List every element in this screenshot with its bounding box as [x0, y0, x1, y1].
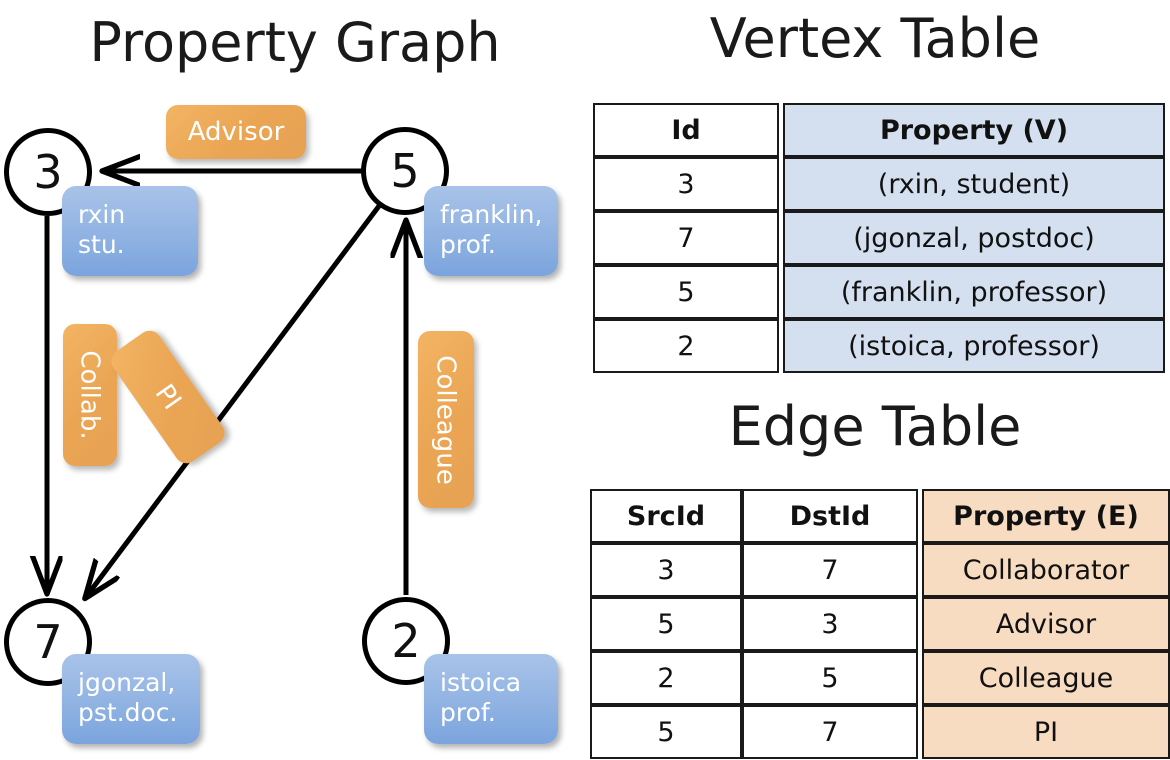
column-spacer	[918, 597, 922, 651]
edge-table: SrcId DstId Property (E) 3 7 Collaborato…	[590, 489, 1170, 759]
edge-cell-dstid: 3	[742, 597, 918, 651]
column-spacer	[779, 265, 783, 319]
table-row: 5 (franklin, professor)	[593, 265, 1165, 319]
edge-header-dstid: DstId	[742, 489, 918, 543]
edge-cell-property: PI	[922, 705, 1170, 759]
vertex-cell-property: (istoica, professor)	[783, 319, 1165, 373]
vertex-cell-property: (jgonzal, postdoc)	[783, 211, 1165, 265]
edge-cell-dstid: 7	[742, 543, 918, 597]
edge-cell-property: Colleague	[922, 651, 1170, 705]
graph-node-5[interactable]: 5	[361, 127, 449, 215]
vertex-property-3: rxin stu.	[62, 186, 198, 276]
edge-header-property: Property (E)	[922, 489, 1170, 543]
table-header-row: Id Property (V)	[593, 103, 1165, 157]
edge-cell-property: Advisor	[922, 597, 1170, 651]
page-title-vertex-table: Vertex Table	[709, 7, 1041, 70]
vertex-property-7: jgonzal, pst.doc.	[62, 654, 200, 744]
edge-label-advisor: Advisor	[166, 105, 306, 159]
column-spacer	[779, 103, 783, 157]
vertex-header-id: Id	[593, 103, 779, 157]
edge-label-advisor-text: Advisor	[187, 117, 285, 147]
edge-header-srcid: SrcId	[590, 489, 742, 543]
edge-label-pi-text: PI	[149, 378, 187, 416]
property-graph-diagram: Advisor Collab. PI Colleague 3 5 7 2 rxi…	[0, 0, 580, 760]
vertex-cell-property: (franklin, professor)	[783, 265, 1165, 319]
vertex-property-5: franklin, prof.	[424, 186, 558, 276]
column-spacer	[779, 157, 783, 211]
vertex-cell-id: 7	[593, 211, 779, 265]
table-row: 5 3 Advisor	[590, 597, 1170, 651]
edge-label-colleague: Colleague	[418, 331, 474, 508]
edge-5-to-7	[86, 204, 382, 597]
page-title-edge-table: Edge Table	[728, 395, 1022, 458]
vertex-property-2: istoica prof.	[424, 654, 558, 744]
column-spacer	[918, 543, 922, 597]
vertex-cell-id: 5	[593, 265, 779, 319]
vertex-cell-property: (rxin, student)	[783, 157, 1165, 211]
column-spacer	[918, 705, 922, 759]
graph-edges-svg	[0, 0, 580, 760]
table-row: 7 (jgonzal, postdoc)	[593, 211, 1165, 265]
edge-label-colleague-text: Colleague	[431, 354, 462, 485]
edge-label-collab: Collab.	[63, 324, 117, 466]
column-spacer	[779, 211, 783, 265]
edge-cell-property: Collaborator	[922, 543, 1170, 597]
vertex-cell-id: 3	[593, 157, 779, 211]
edge-cell-dstid: 7	[742, 705, 918, 759]
graph-node-2[interactable]: 2	[362, 597, 450, 685]
column-spacer	[779, 319, 783, 373]
edge-label-collab-text: Collab.	[75, 350, 105, 440]
vertex-header-property: Property (V)	[783, 103, 1165, 157]
edge-cell-srcid: 5	[590, 597, 742, 651]
vertex-cell-id: 2	[593, 319, 779, 373]
edge-cell-srcid: 5	[590, 705, 742, 759]
edge-cell-srcid: 3	[590, 543, 742, 597]
table-row: 2 (istoica, professor)	[593, 319, 1165, 373]
table-header-row: SrcId DstId Property (E)	[590, 489, 1170, 543]
page-title-property-graph: Property Graph	[89, 11, 501, 74]
table-row: 5 7 PI	[590, 705, 1170, 759]
vertex-table: Id Property (V) 3 (rxin, student) 7 (jgo…	[593, 103, 1165, 373]
table-row: 2 5 Colleague	[590, 651, 1170, 705]
table-row: 3 7 Collaborator	[590, 543, 1170, 597]
column-spacer	[918, 651, 922, 705]
edge-cell-srcid: 2	[590, 651, 742, 705]
edge-cell-dstid: 5	[742, 651, 918, 705]
table-row: 3 (rxin, student)	[593, 157, 1165, 211]
column-spacer	[918, 489, 922, 543]
